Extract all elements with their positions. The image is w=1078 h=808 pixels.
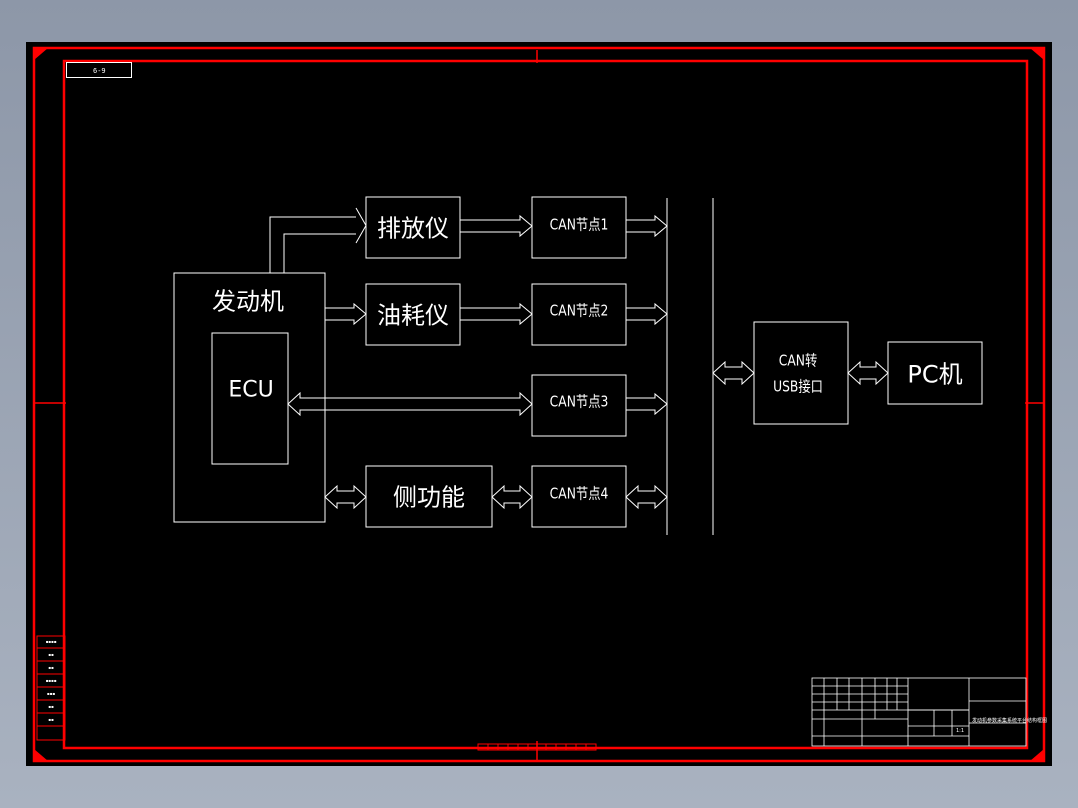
arrows	[287, 214, 889, 510]
drawing-title: 发动机参数采集系统平台结构框图	[972, 718, 1048, 724]
side-table-cell: ▪▪	[48, 665, 54, 670]
engine-emission-line-1	[269, 216, 356, 273]
converter-label-line1: CAN转	[778, 351, 818, 370]
can-node-3-label: CAN节点3	[549, 392, 609, 411]
drawing-svg	[32, 46, 1046, 763]
cad-drawing-canvas: 6-9 发动机 ECU 排放仪 油耗仪 侧功能 CAN节点1 CAN节点2 CA…	[26, 42, 1052, 766]
side-table-cell: ▪▪	[48, 652, 54, 657]
side-table-cell: ▪▪	[48, 717, 54, 722]
arrow-can4-bus	[625, 484, 668, 510]
ecu-label: ECU	[228, 377, 274, 403]
can-node-1-label: CAN节点1	[549, 215, 609, 234]
side-table-cell: ▪▪▪	[46, 691, 56, 696]
fuel-meter-label: 油耗仪	[377, 301, 449, 330]
arrow-dynamometer-can4	[491, 484, 533, 510]
arrow-can3-to-bus	[625, 392, 668, 416]
side-table	[36, 635, 66, 741]
arrow-can2-to-bus	[625, 302, 668, 326]
can-node-2-label: CAN节点2	[549, 301, 609, 320]
arrow-emission-to-can1	[459, 214, 533, 238]
side-table-cell: ▪▪▪▪	[45, 639, 57, 644]
inner-border	[62, 59, 1029, 750]
center-marks	[34, 50, 1044, 761]
dynamometer-label: 侧功能	[393, 483, 465, 512]
corner-tag: 6-9	[66, 62, 132, 78]
arrow-bus-converter	[712, 360, 755, 386]
side-table-cell: ▪▪	[48, 704, 54, 709]
bottom-ruler	[477, 743, 597, 751]
converter-label-line2: USB接口	[773, 377, 823, 396]
can-usb-converter-box	[753, 321, 849, 425]
arrow-can1-to-bus	[625, 214, 668, 238]
arrow-engine-to-fuel-meter	[324, 302, 367, 326]
arrow-ecu-can3	[287, 391, 533, 417]
engine-emission-line-2	[283, 233, 356, 273]
arrow-converter-pc	[847, 360, 889, 386]
arrow-engine-dynamometer	[324, 484, 367, 510]
corner-marks	[34, 48, 1044, 761]
outer-border	[32, 46, 1046, 763]
emission-analyzer-label: 排放仪	[377, 214, 449, 243]
title-block	[811, 677, 1027, 747]
arrow-fuel-meter-to-can2	[459, 302, 533, 326]
side-table-cell: ▪▪▪▪	[45, 678, 57, 683]
pc-label: PC机	[907, 360, 963, 389]
drawing-scale: 1:1	[956, 728, 965, 734]
engine-label: 发动机	[212, 287, 284, 316]
can-node-4-label: CAN节点4	[549, 484, 609, 503]
ecu-box	[211, 332, 289, 465]
engine-emission-arrowhead	[355, 207, 367, 244]
